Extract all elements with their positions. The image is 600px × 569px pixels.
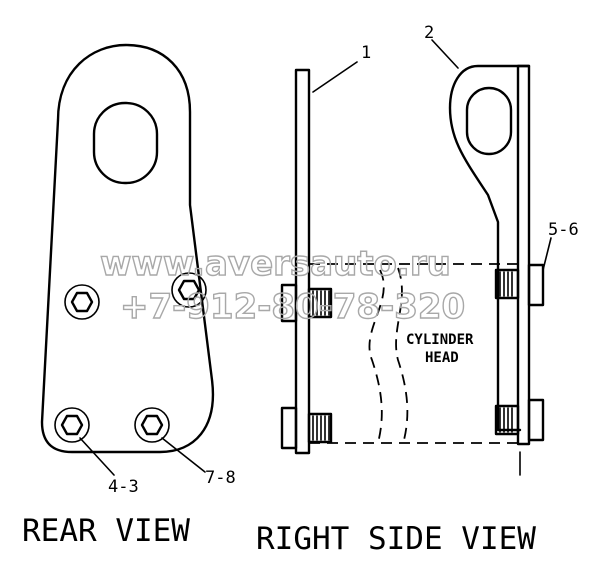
cylinder-head-label-line1: CYLINDER — [406, 332, 474, 348]
side-bracket-2 — [448, 64, 531, 432]
side-bracket-2-backplate — [516, 64, 531, 446]
right-side-view — [280, 39, 552, 476]
rear-view-bracket — [40, 43, 215, 476]
callout-4-3: 4-3 — [108, 477, 139, 497]
rear-hex-bolt-right — [171, 272, 207, 308]
caption-rear-view: REAR VIEW — [22, 513, 190, 549]
cylinder-head-label-line2: HEAD — [425, 350, 459, 366]
side-upper-stud-right — [494, 263, 545, 307]
caption-right-side-view: RIGHT SIDE VIEW — [256, 521, 536, 557]
callout-5-6: 5-6 — [548, 220, 579, 240]
rear-bracket-outline — [40, 43, 215, 454]
rear-hex-bolt-left — [64, 284, 100, 320]
leader-2 — [431, 39, 459, 69]
leader-1 — [312, 61, 358, 93]
side-plate-1 — [294, 68, 311, 455]
watermark: www.aversauto.ru +7-912-80-78-320 — [99, 243, 466, 327]
leader-7-8 — [161, 437, 206, 473]
watermark-phone: +7-912-80-78-320 — [120, 287, 465, 327]
rear-hex-bolt-bottom-right — [134, 407, 170, 443]
callout-1: 1 — [361, 43, 371, 63]
watermark-site: www.aversauto.ru — [100, 244, 451, 284]
rear-slot-hole — [92, 101, 159, 185]
leader-4-3 — [79, 437, 115, 476]
callout-2: 2 — [424, 23, 434, 43]
side-slot-hole — [465, 86, 513, 156]
side-upper-stud-left — [280, 283, 333, 323]
side-lower-stud-right — [494, 398, 545, 442]
callout-7-8: 7-8 — [205, 468, 236, 488]
side-lower-stud-left — [280, 406, 333, 450]
cylinder-head-outline — [309, 263, 518, 444]
rear-hex-bolt-bottom-left — [54, 407, 90, 443]
leader-5-6 — [542, 237, 552, 271]
